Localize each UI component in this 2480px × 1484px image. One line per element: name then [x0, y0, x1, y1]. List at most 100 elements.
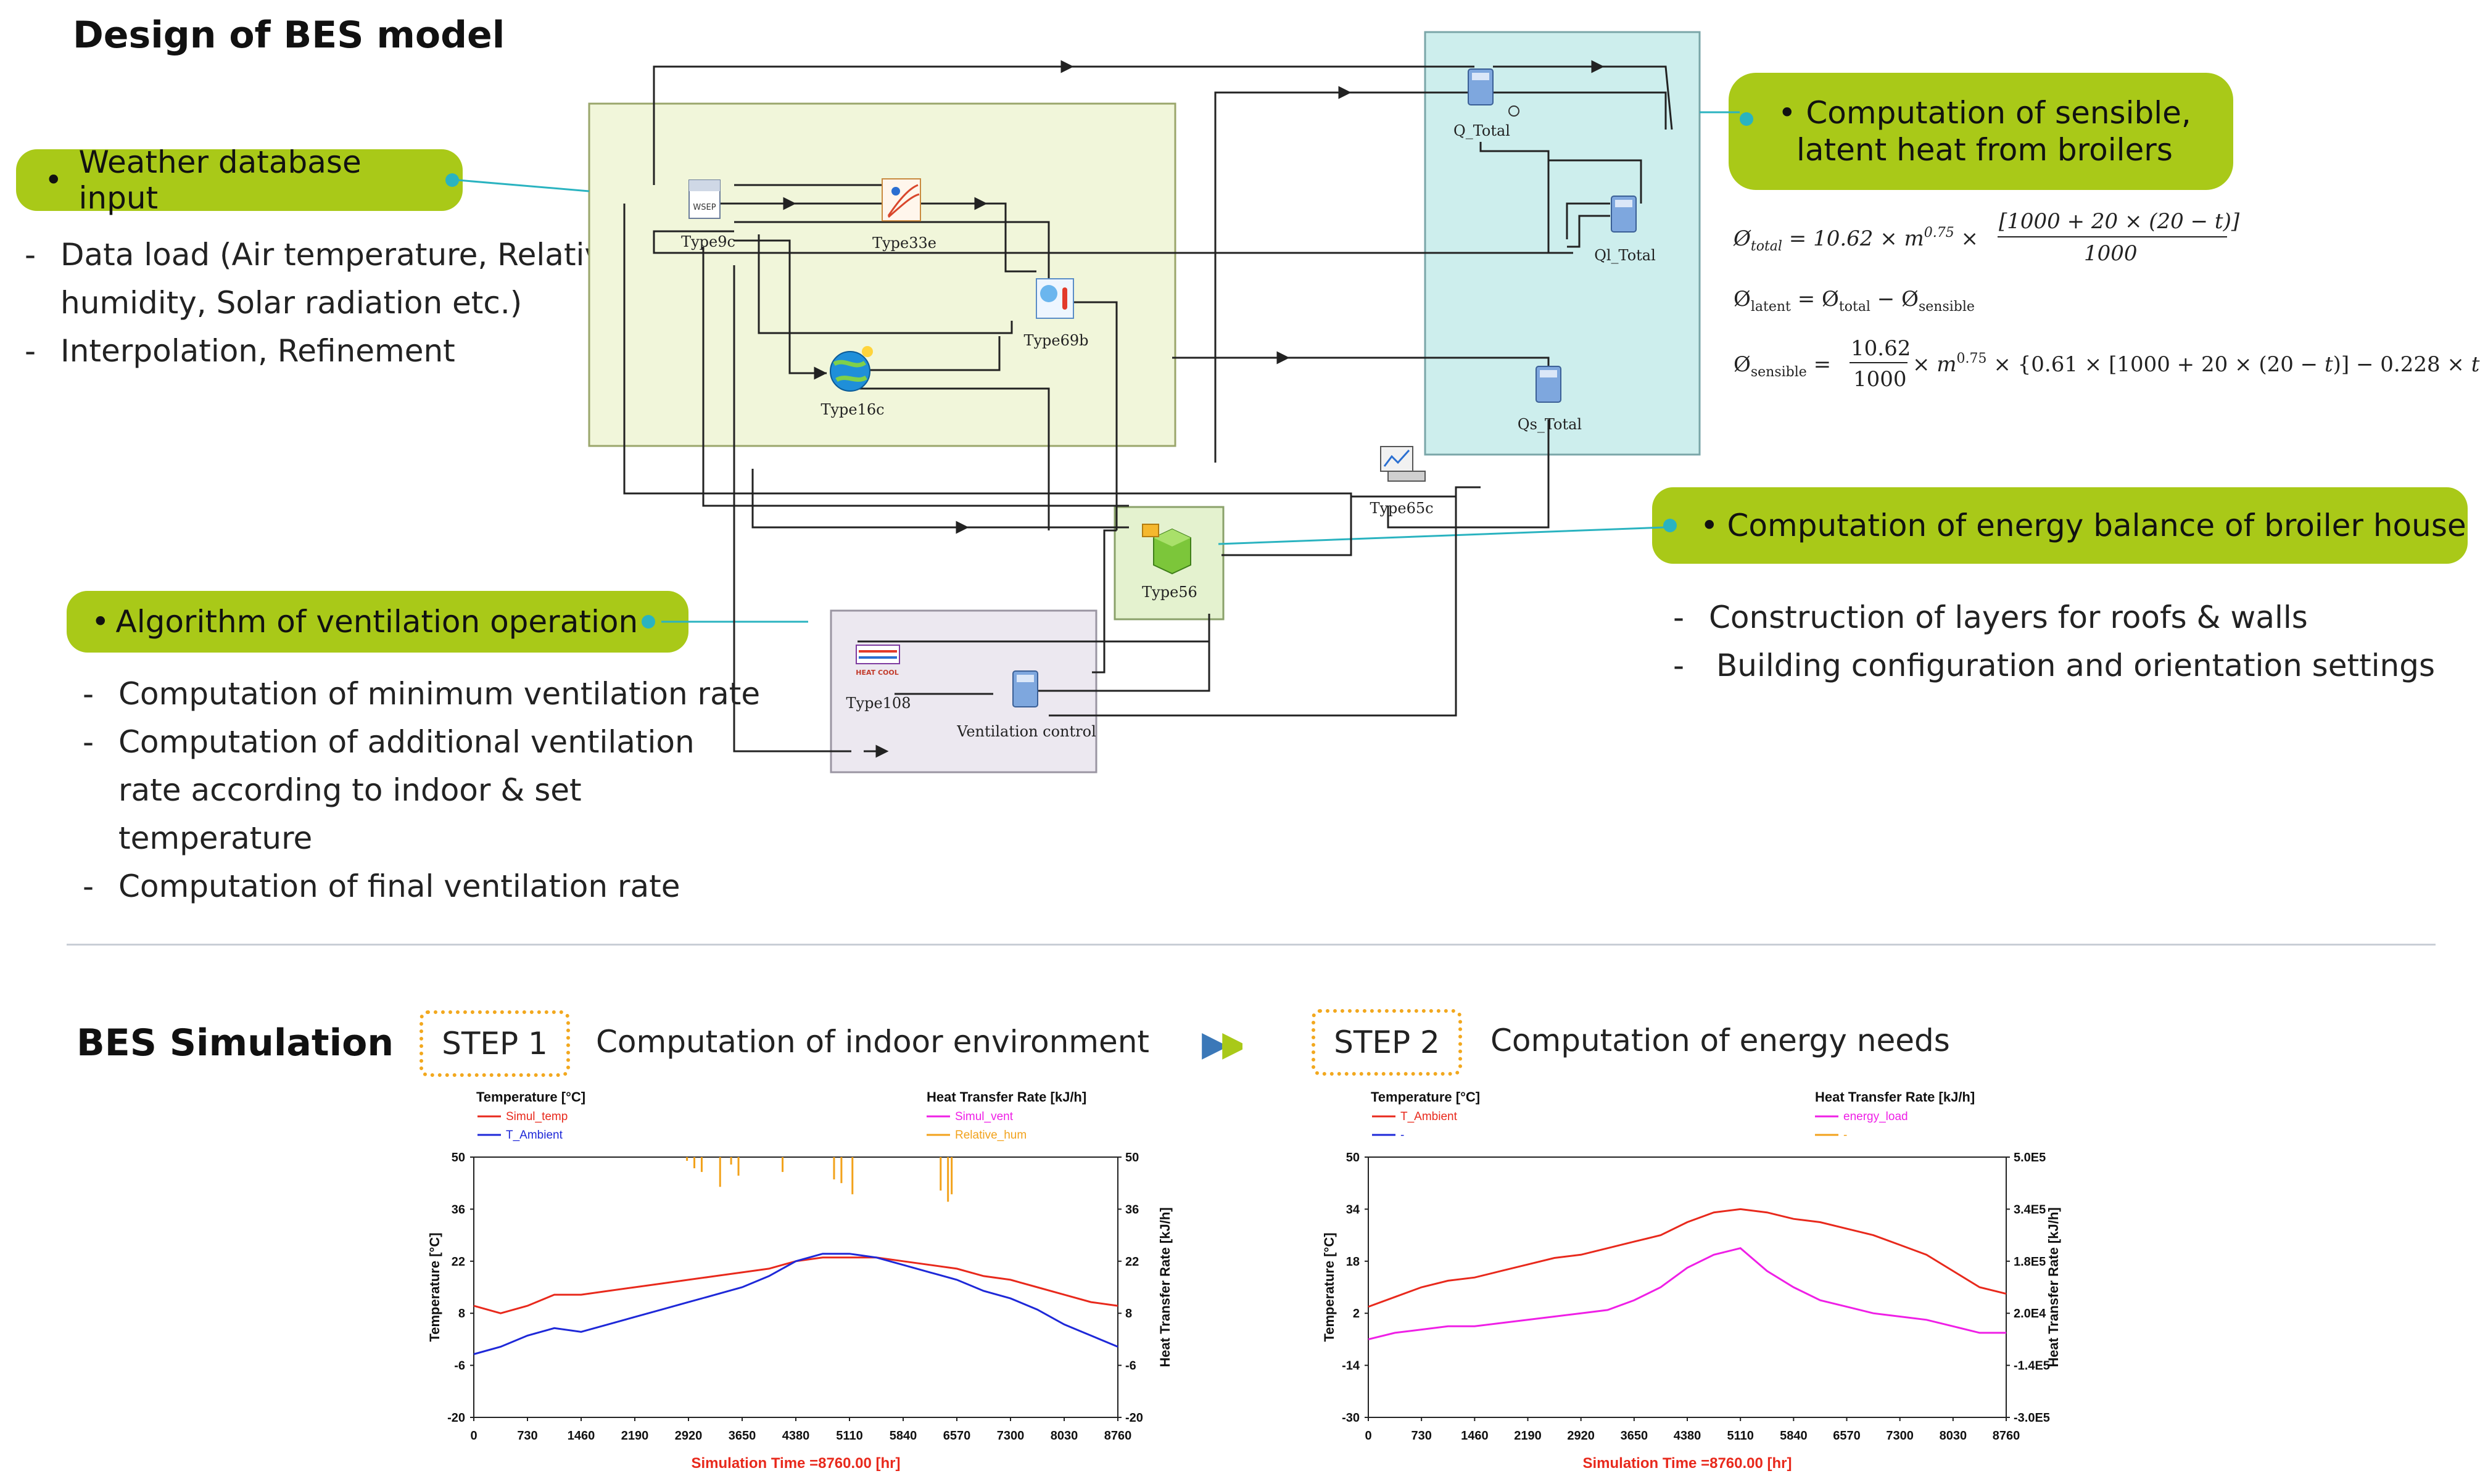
- y-tick-label: 36: [452, 1203, 465, 1216]
- y2-tick-label: 1.8E5: [2014, 1255, 2046, 1269]
- formula-sensible: Øsensible = 10.62 1000 × m0.75 × {0.61 ×…: [1734, 336, 2480, 392]
- node-type9c[interactable]: WSEP Type9c: [681, 179, 735, 250]
- plot-area: [1368, 1156, 2007, 1418]
- node-type16c[interactable]: Type16c: [820, 346, 885, 418]
- type108-label: Type108: [846, 695, 911, 712]
- x-tick-label: 5840: [1780, 1429, 1808, 1443]
- y-tick-label: 34: [1346, 1203, 1360, 1216]
- y-tick-label: -14: [1342, 1359, 1360, 1373]
- y-tick-label: 22: [452, 1255, 465, 1269]
- y2-axis-label: Heat Transfer Rate [kJ/h]: [2046, 1207, 2061, 1367]
- y-tick-label: -6: [454, 1359, 465, 1373]
- node-ventilation-control[interactable]: Ventilation control: [956, 670, 1096, 740]
- svg-text:1000: 1000: [2084, 241, 2138, 266]
- x-tick-label: 7300: [997, 1429, 1025, 1443]
- y2-tick-label: 22: [1125, 1255, 1139, 1269]
- energy-items: -Construction of layers for roofs & wall…: [1673, 593, 2475, 690]
- type33e-label: Type33e: [872, 234, 936, 252]
- svg-text:1000: 1000: [1853, 367, 1907, 392]
- y-axis-label: Temperature [°C]: [1321, 1232, 1337, 1342]
- ventilation-pill-label: Algorithm of ventilation operation: [115, 604, 639, 640]
- y2-tick-label: 5.0E5: [2014, 1151, 2046, 1165]
- x-tick-label: 2920: [675, 1429, 703, 1443]
- step1-desc: Computation of indoor environment: [596, 1024, 1150, 1060]
- x-axis-label: Simulation Time =8760.00 [hr]: [1582, 1455, 1792, 1472]
- legend-entry: T_Ambient: [1400, 1110, 1458, 1123]
- weather-item: humidity, Solar radiation etc.): [60, 285, 523, 321]
- legend-entry: Relative_hum: [955, 1129, 1027, 1142]
- x-tick-label: 1460: [568, 1429, 595, 1443]
- x-tick-label: 8030: [1940, 1429, 1967, 1443]
- y-tick-label: 50: [1346, 1151, 1360, 1165]
- x-tick-label: 8760: [1993, 1429, 2020, 1443]
- x-tick-label: 0: [1365, 1429, 1371, 1443]
- node-q-total[interactable]: Q_Total: [1453, 68, 1519, 139]
- x-tick-label: 6570: [943, 1429, 971, 1443]
- sensible-line1: Computation of sensible,: [1806, 95, 2191, 131]
- legend-entry: T_Ambient: [506, 1129, 563, 1142]
- x-tick-label: 5110: [836, 1429, 862, 1443]
- ventilation-item: -Computation of additional ventilation: [83, 724, 695, 760]
- legend-entry: energy_load: [1843, 1110, 1908, 1123]
- sensible-line2: latent heat from broilers: [1796, 132, 2173, 168]
- x-tick-label: 730: [1411, 1429, 1431, 1443]
- x-tick-label: 8030: [1051, 1429, 1078, 1443]
- chart-indoor-environment: Temperature [°C] Heat Transfer Rate [kJ/h…: [421, 1084, 1186, 1479]
- step2-badge: STEP 2: [1312, 1009, 1462, 1076]
- node-type33e[interactable]: Type33e: [872, 178, 936, 252]
- y2-axis-label: Heat Transfer Rate [kJ/h]: [1157, 1207, 1173, 1367]
- y-axis-label: Temperature [°C]: [427, 1232, 442, 1342]
- x-tick-label: 8760: [1104, 1429, 1132, 1443]
- type56-label: Type56: [1142, 583, 1197, 601]
- y2-tick-label: -3.0E5: [2014, 1411, 2050, 1425]
- x-tick-label: 3650: [729, 1429, 756, 1443]
- type65c-label: Type65c: [1370, 500, 1433, 517]
- node-type56[interactable]: Type56: [1142, 524, 1197, 601]
- y-tick-label: -30: [1342, 1411, 1360, 1425]
- node-type108[interactable]: HEAT COOL Type108: [846, 645, 911, 712]
- type69b-label: Type69b: [1023, 332, 1088, 349]
- legend-entry: Simul_temp: [506, 1110, 568, 1123]
- legend-entry: -: [1400, 1129, 1404, 1142]
- design-title: Design of BES model: [73, 14, 505, 57]
- energy-balance-pill: • Computation of energy balance of broil…: [1652, 487, 2468, 564]
- energy-balance-label: Computation of energy balance of broiler…: [1727, 508, 2466, 543]
- sensible-connector-dot: [1740, 112, 1753, 126]
- legend-entry: -: [1843, 1129, 1847, 1142]
- node-ql-total[interactable]: Ql_Total: [1594, 196, 1656, 264]
- node-qs-total[interactable]: Qs_Total: [1518, 366, 1582, 433]
- y2-tick-label: -1.4E5: [2014, 1359, 2050, 1373]
- y2-tick-label: -6: [1125, 1359, 1136, 1373]
- y2-tick-label: 36: [1125, 1203, 1139, 1216]
- x-tick-label: 730: [517, 1429, 537, 1443]
- weather-pill-label: Weather database input: [78, 144, 362, 216]
- y2-tick-label: 3.4E5: [2014, 1203, 2046, 1216]
- energy-item: -Building configuration and orientation …: [1673, 648, 2436, 683]
- weather-callout-line: [457, 179, 590, 192]
- legend-left-title: Temperature [°C]: [1371, 1089, 1480, 1105]
- qs-total-label: Qs_Total: [1518, 416, 1582, 433]
- svg-text:Øsensible =: Øsensible =: [1734, 352, 1831, 380]
- ventilation-connector-dot: [642, 615, 655, 629]
- type9c-icon-text: WSEP: [693, 203, 716, 212]
- node-type69b[interactable]: Type69b: [1023, 278, 1089, 349]
- y-tick-label: -20: [447, 1411, 465, 1425]
- block-diagram: WSEP Type9c Type33e Type69b Type16c Q_To…: [457, 31, 1740, 773]
- q-total-label: Q_Total: [1453, 122, 1510, 139]
- sensible-pill: • Computation of sensible, latent heat f…: [1729, 73, 2233, 190]
- y2-tick-label: 50: [1125, 1151, 1139, 1165]
- weather-group-box: [588, 102, 1176, 447]
- energy-item: -Construction of layers for roofs & wall…: [1673, 600, 2308, 635]
- svg-text:10.62: 10.62: [1851, 336, 1911, 361]
- node-type65c[interactable]: Type65c: [1370, 446, 1434, 517]
- weather-item: -Interpolation, Refinement: [25, 333, 455, 369]
- step-arrow-icon: ▶▶: [1202, 1024, 1249, 1064]
- y-tick-label: 18: [1346, 1255, 1360, 1269]
- weather-items: -Data load (Air temperature, Relative hu…: [25, 231, 629, 375]
- y2-tick-label: 8: [1125, 1307, 1132, 1321]
- energy-connector-dot: [1663, 519, 1677, 532]
- x-tick-label: 3650: [1621, 1429, 1648, 1443]
- heat-group-box: [1424, 31, 1701, 456]
- ventilation-item: rate according to indoor & set: [118, 772, 582, 808]
- x-tick-label: 4380: [1674, 1429, 1701, 1443]
